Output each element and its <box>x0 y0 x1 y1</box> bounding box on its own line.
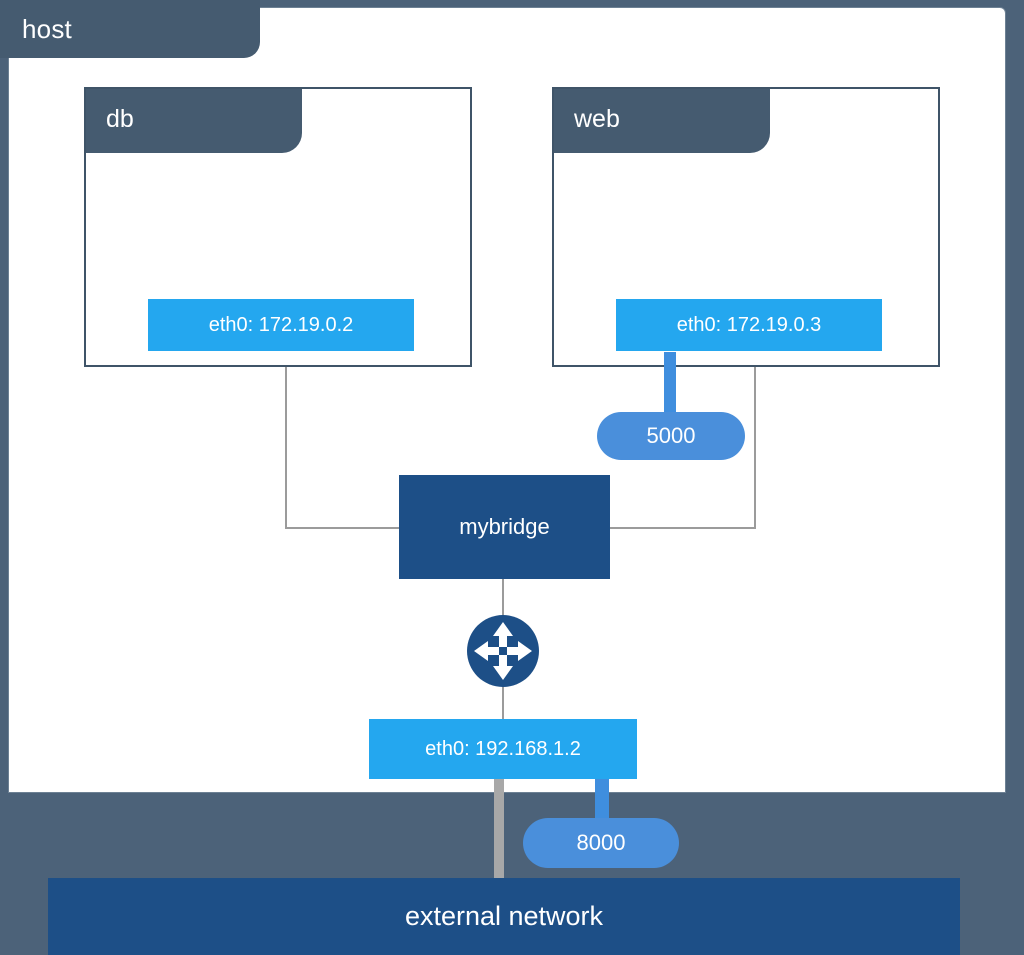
router-icon[interactable] <box>465 613 541 689</box>
port-badge-5000[interactable]: 5000 <box>597 412 745 460</box>
host-label: host <box>22 14 72 44</box>
container-tab-web: web <box>554 89 770 153</box>
container-name-db: db <box>106 105 134 133</box>
port-badge-5000-label: 5000 <box>646 423 696 448</box>
container-card-web[interactable]: web eth0: 172.19.0.3 <box>552 87 940 367</box>
wire-db-to-bridge-horizontal <box>285 527 403 529</box>
bridge-node-mybridge[interactable]: mybridge <box>399 475 610 579</box>
container-card-db[interactable]: db eth0: 172.19.0.2 <box>84 87 472 367</box>
wire-host-to-external-network <box>494 779 504 879</box>
container-tab-db: db <box>86 89 302 153</box>
interface-label-web: eth0: 172.19.0.3 <box>676 313 822 336</box>
external-network-label: external network <box>404 901 604 931</box>
wire-db-to-bridge-vertical <box>285 367 287 529</box>
router-icon-svg <box>467 615 539 687</box>
interface-chip-web[interactable]: eth0: 172.19.0.3 <box>616 299 882 351</box>
wire-web-to-port-5000 <box>664 352 676 426</box>
port-badge-8000-label: 8000 <box>576 830 626 855</box>
wire-host-to-port-8000 <box>595 775 609 831</box>
external-network-bar[interactable]: external network <box>48 878 960 955</box>
wire-web-to-bridge-horizontal <box>610 527 756 529</box>
bridge-label: mybridge <box>459 514 550 539</box>
interface-label-db: eth0: 172.19.0.2 <box>208 313 354 336</box>
port-badge-8000[interactable]: 8000 <box>523 818 679 868</box>
interface-chip-db[interactable]: eth0: 172.19.0.2 <box>148 299 414 351</box>
interface-label-host: eth0: 192.168.1.2 <box>425 737 581 760</box>
container-name-web: web <box>574 105 620 133</box>
wire-router-to-host-interface <box>502 673 504 721</box>
wire-bridge-to-router <box>502 579 504 627</box>
interface-chip-host[interactable]: eth0: 192.168.1.2 <box>369 719 637 779</box>
wire-web-to-bridge-vertical <box>754 367 756 529</box>
host-tab: host <box>0 0 260 58</box>
